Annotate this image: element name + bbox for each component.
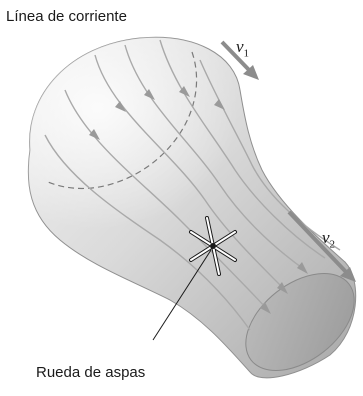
streamline-arrowhead bbox=[144, 89, 155, 100]
streamline-arrowhead bbox=[260, 302, 271, 314]
tube-end-cap bbox=[245, 272, 355, 372]
velocity-arrow-v1 bbox=[220, 40, 259, 80]
paddle-wheel-hub bbox=[210, 243, 216, 249]
paddle-wheel-leader bbox=[152, 249, 212, 341]
streamline bbox=[94, 54, 286, 291]
streamline-arrowhead bbox=[179, 86, 190, 97]
streamline bbox=[64, 89, 269, 311]
streamline bbox=[159, 39, 326, 259]
streamline-arrowhead bbox=[297, 262, 308, 274]
streamline-arrowhead bbox=[214, 99, 225, 110]
streamline-arrowhead bbox=[277, 282, 288, 294]
v1-symbol: v bbox=[236, 37, 244, 56]
streamline bbox=[124, 44, 306, 271]
streamline-arrows bbox=[89, 86, 308, 314]
paddle-wheel bbox=[189, 216, 237, 276]
streamlines bbox=[44, 39, 341, 331]
v2-symbol: v bbox=[322, 228, 330, 247]
streamline bbox=[199, 59, 341, 251]
streamline-label: Línea de corriente bbox=[6, 8, 127, 25]
v2-subscript: 2 bbox=[329, 238, 336, 251]
velocity-arrow-v2 bbox=[287, 210, 356, 282]
streamline-arrowhead bbox=[115, 101, 126, 112]
cross-section-dashed bbox=[47, 51, 198, 190]
streamline bbox=[44, 134, 251, 331]
tube-highlight bbox=[28, 37, 263, 240]
v1-subscript: 1 bbox=[243, 47, 250, 60]
streamline-arrowhead bbox=[89, 129, 100, 140]
v2-label: v2 bbox=[322, 228, 335, 250]
v1-label: v1 bbox=[236, 37, 249, 59]
paddle-wheel-label: Rueda de aspas bbox=[36, 364, 146, 381]
